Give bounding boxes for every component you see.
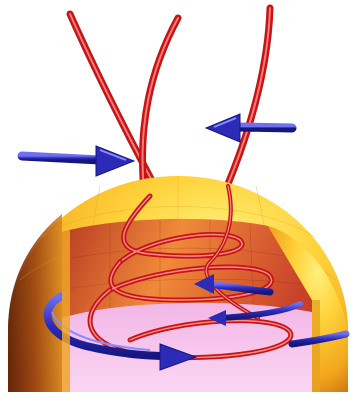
shell-front-left	[62, 230, 70, 392]
shell-left-cut-edge	[62, 230, 70, 392]
field-line-right-highlight	[228, 8, 270, 184]
shell-cut-edge-shade	[312, 300, 320, 392]
external-flow-arrows	[22, 114, 292, 176]
cutaway-interior	[62, 219, 312, 392]
field-line-right	[228, 8, 270, 184]
arrow-left-inflow	[22, 146, 134, 176]
